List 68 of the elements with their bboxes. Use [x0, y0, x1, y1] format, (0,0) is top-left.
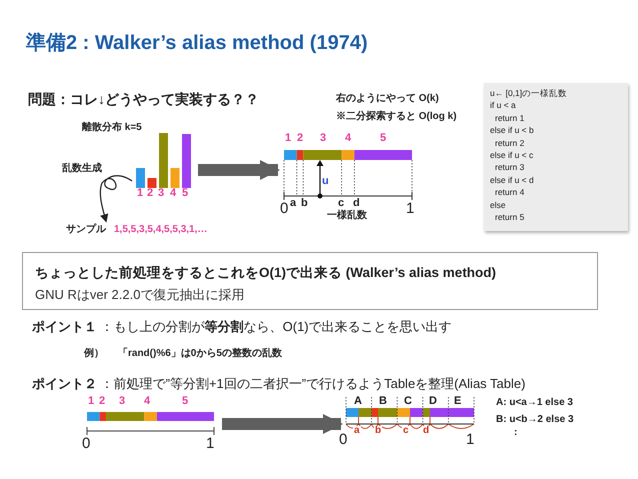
note-box — [22, 252, 598, 310]
segment-number: 5 — [182, 396, 188, 407]
slide-title: 準備2 : Walker’s alias method (1974) — [26, 31, 368, 56]
segment-number: 1 — [285, 133, 292, 144]
variable-label: u — [322, 176, 329, 187]
code-box — [484, 83, 628, 231]
column-label: A — [354, 396, 362, 407]
split-label: b — [374, 426, 382, 436]
bar-number: 2 — [147, 188, 154, 199]
bar-number: 5 — [182, 188, 188, 199]
axis-value: 0 — [280, 201, 288, 216]
segment-number: 2 — [297, 133, 304, 144]
axis-value: 1 — [406, 201, 414, 216]
axis-title: 一様乱数 — [327, 211, 367, 221]
rule-text: A: u<a→1 else 3 — [496, 398, 573, 408]
segment-number: 2 — [99, 396, 106, 407]
sample-values: 1,5,5,3,5,4,5,5,3,1,… — [114, 223, 208, 237]
block-arrow — [222, 414, 343, 434]
code-line: else if u < b — [490, 124, 534, 137]
axis-value: 1 — [206, 436, 214, 451]
column-label: B — [379, 396, 387, 407]
example-label: 例） — [84, 349, 104, 359]
segment-number: 4 — [144, 396, 150, 407]
code-line: if u < a — [490, 99, 516, 112]
column-label: D — [429, 396, 437, 407]
code-line: else if u < c — [490, 149, 534, 162]
note-body: GNU Rはver 2.2.0で復元抽出に採用 — [35, 286, 244, 304]
segment-number: 3 — [119, 396, 126, 407]
note-heading: ちょっとした前処理をするとこれをO(1)で出来る (Walker’s alias method) — [35, 264, 496, 282]
axis-value: 1 — [466, 432, 474, 447]
example-text: 「rand()%6」は0から5の整数の乱数 — [118, 349, 282, 359]
rule-text: B: u<b→2 else 3 — [496, 415, 574, 425]
boundary-label: c — [337, 198, 346, 209]
column-label: E — [454, 396, 462, 407]
bar-number: 3 — [158, 188, 164, 199]
code-line: return 1 — [494, 112, 524, 124]
code-line: return 2 — [494, 136, 524, 150]
bar-number: 1 — [137, 188, 144, 199]
code-line: else if u < d — [490, 174, 534, 186]
chart-title: 離散分布 k=5 — [82, 123, 142, 133]
boundary-label: b — [300, 198, 309, 209]
block-arrow — [198, 160, 280, 180]
ellipsis-text: : — [514, 428, 518, 438]
column-label: C — [404, 396, 412, 407]
code-line: else — [490, 198, 506, 212]
segment-number: 3 — [320, 133, 326, 144]
bar-number: 4 — [170, 188, 176, 199]
point-text: ポイント２ ：前処理で”等分割+1回の二者択一”で行けるようTableを整理(Alias Table) — [32, 377, 526, 390]
code-line: return 4 — [494, 186, 524, 199]
split-label: c — [402, 426, 410, 436]
boundary-label: a — [289, 198, 298, 209]
code-line: return 5 — [494, 211, 524, 224]
process-label: 乱数生成 — [62, 164, 102, 174]
code-line: u← [0,1]の一様乱数 — [490, 87, 568, 100]
boundary-label: d — [352, 198, 361, 209]
axis-value: 0 — [339, 432, 348, 447]
note-text: ※二分探索すると O(log k) — [336, 112, 457, 122]
segment-number: 4 — [345, 133, 352, 144]
split-label: a — [353, 426, 361, 436]
note-text: 右のようにやって O(k) — [336, 94, 439, 104]
axis-value: 0 — [82, 436, 90, 451]
question-heading: 問題：コレ↓どうやって実装する？？ — [28, 92, 259, 106]
segment-number: 1 — [88, 396, 94, 407]
split-label: d — [422, 426, 430, 436]
code-line: return 3 — [494, 161, 524, 174]
curved-arrow — [100, 175, 132, 223]
sample-label: サンプル — [66, 222, 106, 237]
segment-number: 5 — [380, 133, 386, 144]
